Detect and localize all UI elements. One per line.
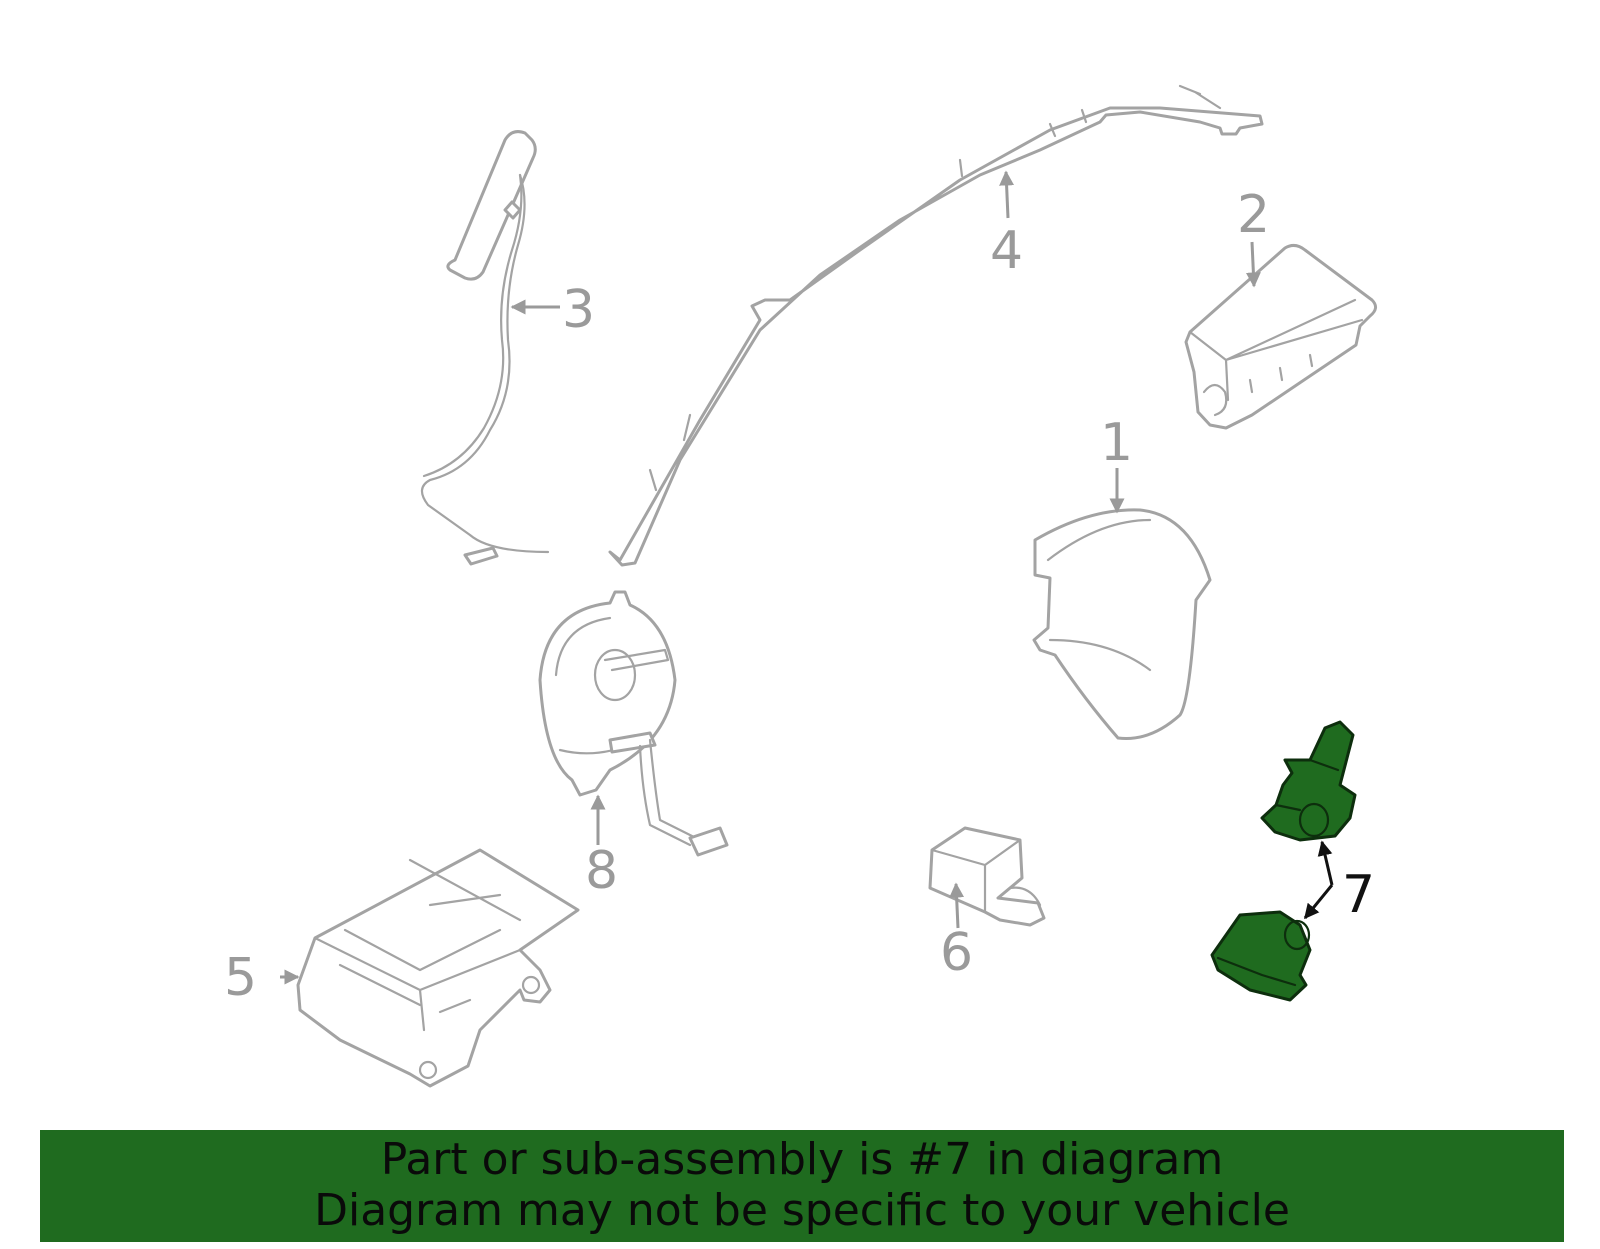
banner-line-2: Diagram may not be specific to your vehi… xyxy=(314,1185,1290,1236)
callout-4: 4 xyxy=(990,221,1023,281)
callout-2: 2 xyxy=(1237,185,1270,245)
info-banner: Part or sub-assembly is #7 in diagram Di… xyxy=(40,1130,1564,1242)
callout-7: 7 xyxy=(1342,865,1375,925)
banner-line-1: Part or sub-assembly is #7 in diagram xyxy=(380,1134,1224,1185)
callout-3: 3 xyxy=(562,280,595,340)
part-7-highlighted-sensors xyxy=(1210,720,1357,1002)
part-8-clock-spring xyxy=(538,590,729,857)
part-3-side-airbag xyxy=(420,130,550,566)
leader-lines xyxy=(280,170,1334,985)
callout-1: 1 xyxy=(1100,413,1133,473)
part-2-passenger-airbag xyxy=(1184,243,1377,430)
callout-6: 6 xyxy=(940,923,973,983)
callout-8: 8 xyxy=(585,841,618,901)
callout-5: 5 xyxy=(224,948,257,1008)
part-1-driver-airbag xyxy=(1032,508,1212,741)
part-4-curtain-airbag xyxy=(608,84,1264,567)
part-6-impact-sensor xyxy=(928,826,1046,927)
part-5-control-module xyxy=(296,848,580,1088)
